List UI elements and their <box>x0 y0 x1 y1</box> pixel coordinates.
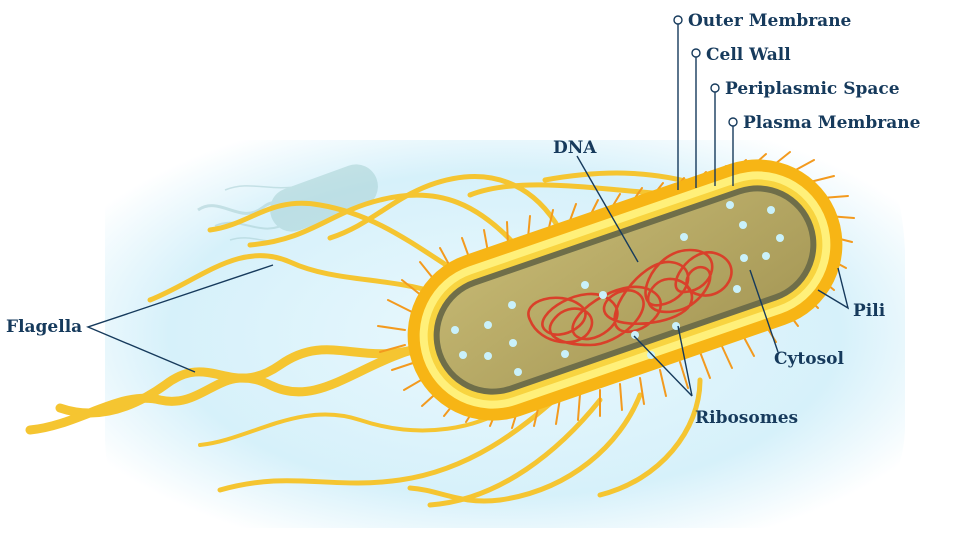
label-plasma-membrane: Plasma Membrane <box>743 113 921 133</box>
label-flagella: Flagella <box>6 317 82 337</box>
label-cell-wall: Cell Wall <box>706 45 791 65</box>
label-ribosomes: Ribosomes <box>695 408 798 428</box>
label-periplasmic-space: Periplasmic Space <box>725 79 900 99</box>
label-cytosol: Cytosol <box>774 349 845 369</box>
label-outer-membrane: Outer Membrane <box>688 11 852 31</box>
dna-strand <box>527 248 733 347</box>
label-pili: Pili <box>853 301 886 321</box>
label-leaders <box>86 15 850 397</box>
label-dna: DNA <box>553 138 597 158</box>
